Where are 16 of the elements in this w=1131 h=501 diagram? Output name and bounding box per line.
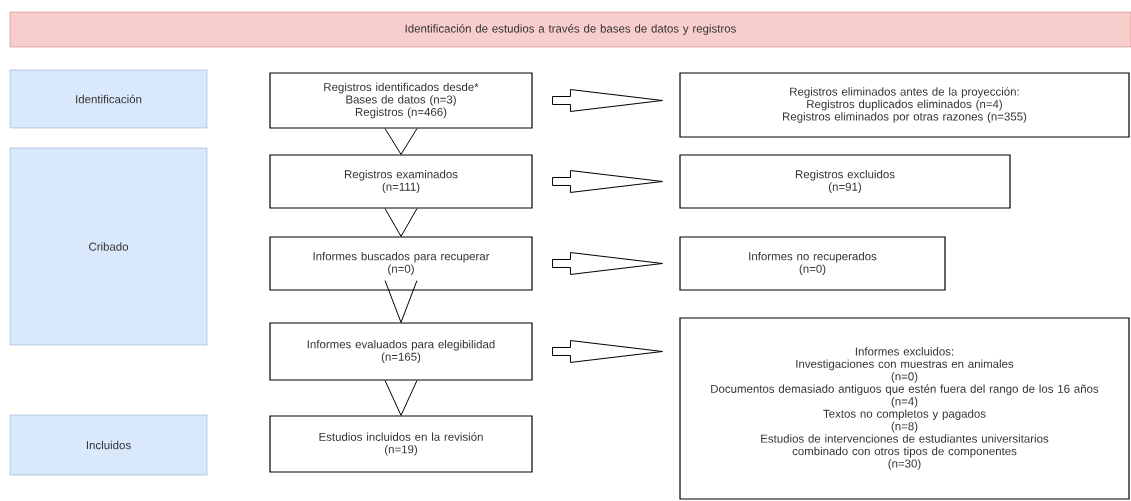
process-box: Estudios incluidos en la revisión (n=19) — [269, 415, 533, 473]
down-arrow — [384, 128, 418, 155]
phase-box: Cribado — [9, 147, 208, 346]
process-box: Registros excluidos (n=91) — [679, 154, 1011, 209]
process-box: Registros identificados desde* Bases de datos (n=3) Registros (n=466) — [269, 72, 533, 129]
phase-box: Identificación — [9, 69, 208, 129]
process-box: Informes buscados para recuperar (n=0) — [269, 236, 533, 291]
process-box: Informes excluidos: Investigaciones con muestras en animales (n=0) Documentos demasiado antiguos que estén fuera del rango de los 16 años (n=4) Textos no completos y pagados (n=8) Estudios de intervenciones de estudiantes universitarios combinado con otros tipos de componentes (n=30) — [679, 317, 1130, 500]
down-arrow — [384, 208, 418, 237]
phase-box: Incluidos — [9, 414, 208, 476]
process-box: Informes evaluados para elegibilidad (n=165) — [269, 322, 533, 381]
down-arrow — [384, 380, 418, 416]
process-box: Registros eliminados antes de la proyección: Registros duplicados eliminados (n=4) Registros eliminados por otras razones (n=355) — [679, 72, 1130, 138]
process-box: Informes no recuperados (n=0) — [679, 236, 946, 291]
header-band: Identificación de estudios a través de bases de datos y registros — [9, 11, 1131, 48]
process-box: Registros examinados (n=111) — [269, 154, 533, 209]
